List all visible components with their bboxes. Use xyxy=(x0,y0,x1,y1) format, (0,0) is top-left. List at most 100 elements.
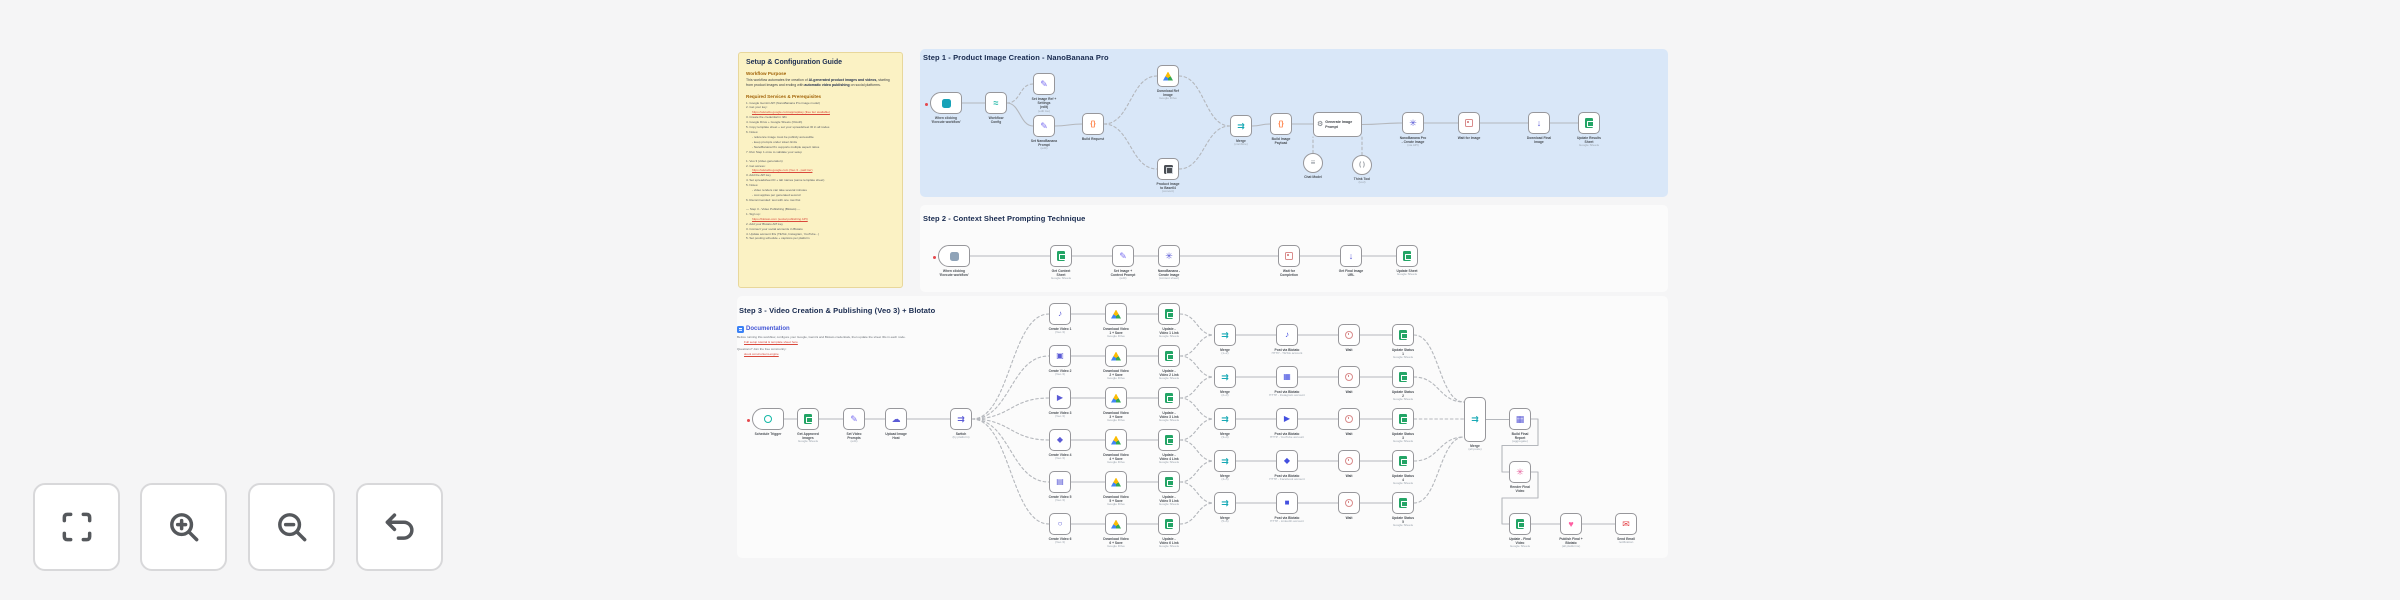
app-4-icon: ◆ xyxy=(1056,435,1064,444)
s3-m2[interactable]: ⇉ xyxy=(1214,366,1236,388)
s1-build-req[interactable]: {} xyxy=(1082,113,1104,135)
s3-g3[interactable] xyxy=(1158,387,1180,409)
s3-v1[interactable]: ♪ xyxy=(1049,303,1071,325)
s3-u4[interactable] xyxy=(1392,450,1414,472)
s3-d6[interactable] xyxy=(1105,513,1127,535)
s3-d2[interactable] xyxy=(1105,345,1127,367)
s1-config[interactable]: ≈ xyxy=(985,92,1007,114)
frame-pink-icon xyxy=(1465,119,1473,127)
s3-m1[interactable]: ⇉ xyxy=(1214,324,1236,346)
s3-u5[interactable] xyxy=(1392,492,1414,514)
s3-g5[interactable] xyxy=(1158,471,1180,493)
note-link[interactable]: https://aistudio.google.com/app/apikey (… xyxy=(752,110,830,115)
s2-set[interactable]: ✎ xyxy=(1112,245,1134,267)
sheets-icon xyxy=(1399,498,1408,508)
note-link[interactable]: https://blotato.com (social publishing A… xyxy=(752,216,808,221)
s3-final-render[interactable]: ✳ xyxy=(1509,461,1531,483)
sticky-note-setup-guide[interactable]: Setup & Configuration Guide Workflow Pur… xyxy=(738,52,903,288)
reset-zoom-button[interactable] xyxy=(356,483,443,571)
s3-v3[interactable]: ▶ xyxy=(1049,387,1071,409)
s3-v2[interactable]: ▣ xyxy=(1049,345,1071,367)
s3-w4[interactable] xyxy=(1338,450,1360,472)
s1-base64[interactable] xyxy=(1157,158,1179,180)
s2-get-sheet[interactable] xyxy=(1050,245,1072,267)
s2-get-image[interactable]: ↓ xyxy=(1340,245,1362,267)
s3-notify[interactable]: ✉ xyxy=(1615,513,1637,535)
s3-g4[interactable] xyxy=(1158,429,1180,451)
s3-p2[interactable]: ▦ xyxy=(1276,366,1298,388)
s3-p3[interactable]: ▶ xyxy=(1276,408,1298,430)
s3-d1[interactable] xyxy=(1105,303,1127,325)
s3-m3[interactable]: ⇉ xyxy=(1214,408,1236,430)
s3-u1[interactable] xyxy=(1392,324,1414,346)
merge-icon: ⇉ xyxy=(1221,497,1229,508)
s3-v5[interactable]: ▤ xyxy=(1049,471,1071,493)
note-line: - keep prompts under token limits xyxy=(752,139,798,144)
drive-icon xyxy=(1111,393,1121,403)
s3-v4[interactable]: ◆ xyxy=(1049,429,1071,451)
s1-drive-ref[interactable] xyxy=(1157,65,1179,87)
s3-p4[interactable]: ◆ xyxy=(1276,450,1298,472)
s3-final-sheet[interactable] xyxy=(1509,513,1531,535)
s3-p1[interactable]: ♪ xyxy=(1276,324,1298,346)
s2-nanobanana[interactable]: ✳ xyxy=(1158,245,1180,267)
s3-m5[interactable]: ⇉ xyxy=(1214,492,1236,514)
s3-final-list[interactable]: ▦ xyxy=(1509,408,1531,430)
s3-w3[interactable] xyxy=(1338,408,1360,430)
s3-v4-label: Create Video 4(Veo 3) xyxy=(1048,453,1072,461)
s3-g2[interactable] xyxy=(1158,345,1180,367)
s3-v3-label: Create Video 3(Veo 3) xyxy=(1048,411,1072,419)
s3-g6[interactable] xyxy=(1158,513,1180,535)
s3-blotato[interactable]: ♥ xyxy=(1560,513,1582,535)
s1-payload[interactable]: {} xyxy=(1270,113,1292,135)
s3-m2-label: Merge(2+3) xyxy=(1220,390,1230,398)
s1-merge[interactable]: ⇉ xyxy=(1230,115,1252,137)
s1-wait[interactable] xyxy=(1458,112,1480,134)
sheets-icon xyxy=(1165,435,1174,445)
note-link[interactable]: https://aistudio.google.com (Veo 3 - pai… xyxy=(752,168,813,173)
s1-think-tool[interactable]: ( ) xyxy=(1352,155,1372,175)
note-link[interactable]: Full setup tutorial & template sheet her… xyxy=(744,339,798,344)
s1-build-req-label: Build Request xyxy=(1081,137,1105,141)
s3-switch-label: Switch(by platform) xyxy=(952,432,970,440)
s3-w5[interactable] xyxy=(1338,492,1360,514)
sheets-icon xyxy=(1057,251,1066,261)
s1-trigger[interactable] xyxy=(925,92,962,114)
s3-w2[interactable] xyxy=(1338,366,1360,388)
s3-set[interactable]: ✎ xyxy=(843,408,865,430)
s3-get[interactable] xyxy=(797,408,819,430)
s2-update[interactable] xyxy=(1396,245,1418,267)
documentation-note[interactable]: Documentation Before running this workfl… xyxy=(737,326,937,357)
zoom-in-button[interactable] xyxy=(140,483,227,571)
s2-wait[interactable] xyxy=(1278,245,1300,267)
s1-chat-model[interactable]: ≡ xyxy=(1303,153,1323,173)
s3-host[interactable]: ☁ xyxy=(885,408,907,430)
s1-download[interactable]: ↓ xyxy=(1528,112,1550,134)
s3-d3[interactable] xyxy=(1105,387,1127,409)
s1-nanobanana[interactable]: ✳ xyxy=(1402,112,1424,134)
note-link[interactable]: skool.com/content-engine xyxy=(744,352,779,357)
s3-p5[interactable]: ■ xyxy=(1276,492,1298,514)
s3-merge-all[interactable]: ⇉ xyxy=(1464,397,1486,442)
s1-set-prompt[interactable]: ✎ xyxy=(1033,115,1055,137)
s3-trigger[interactable] xyxy=(747,408,784,430)
s3-g1[interactable] xyxy=(1158,303,1180,325)
s3-switch[interactable]: ⇉ xyxy=(950,408,972,430)
fit-view-button[interactable] xyxy=(33,483,120,571)
s1-set-ref[interactable]: ✎ xyxy=(1033,73,1055,95)
s3-u2[interactable] xyxy=(1392,366,1414,388)
s2-trigger[interactable] xyxy=(933,245,970,267)
s3-d5[interactable] xyxy=(1105,471,1127,493)
s3-m4[interactable]: ⇉ xyxy=(1214,450,1236,472)
zoom-out-button[interactable] xyxy=(248,483,335,571)
s3-d4[interactable] xyxy=(1105,429,1127,451)
s1-update[interactable] xyxy=(1578,112,1600,134)
s3-u3[interactable] xyxy=(1392,408,1414,430)
s3-v6[interactable]: ○ xyxy=(1049,513,1071,535)
s3-w1[interactable] xyxy=(1338,324,1360,346)
